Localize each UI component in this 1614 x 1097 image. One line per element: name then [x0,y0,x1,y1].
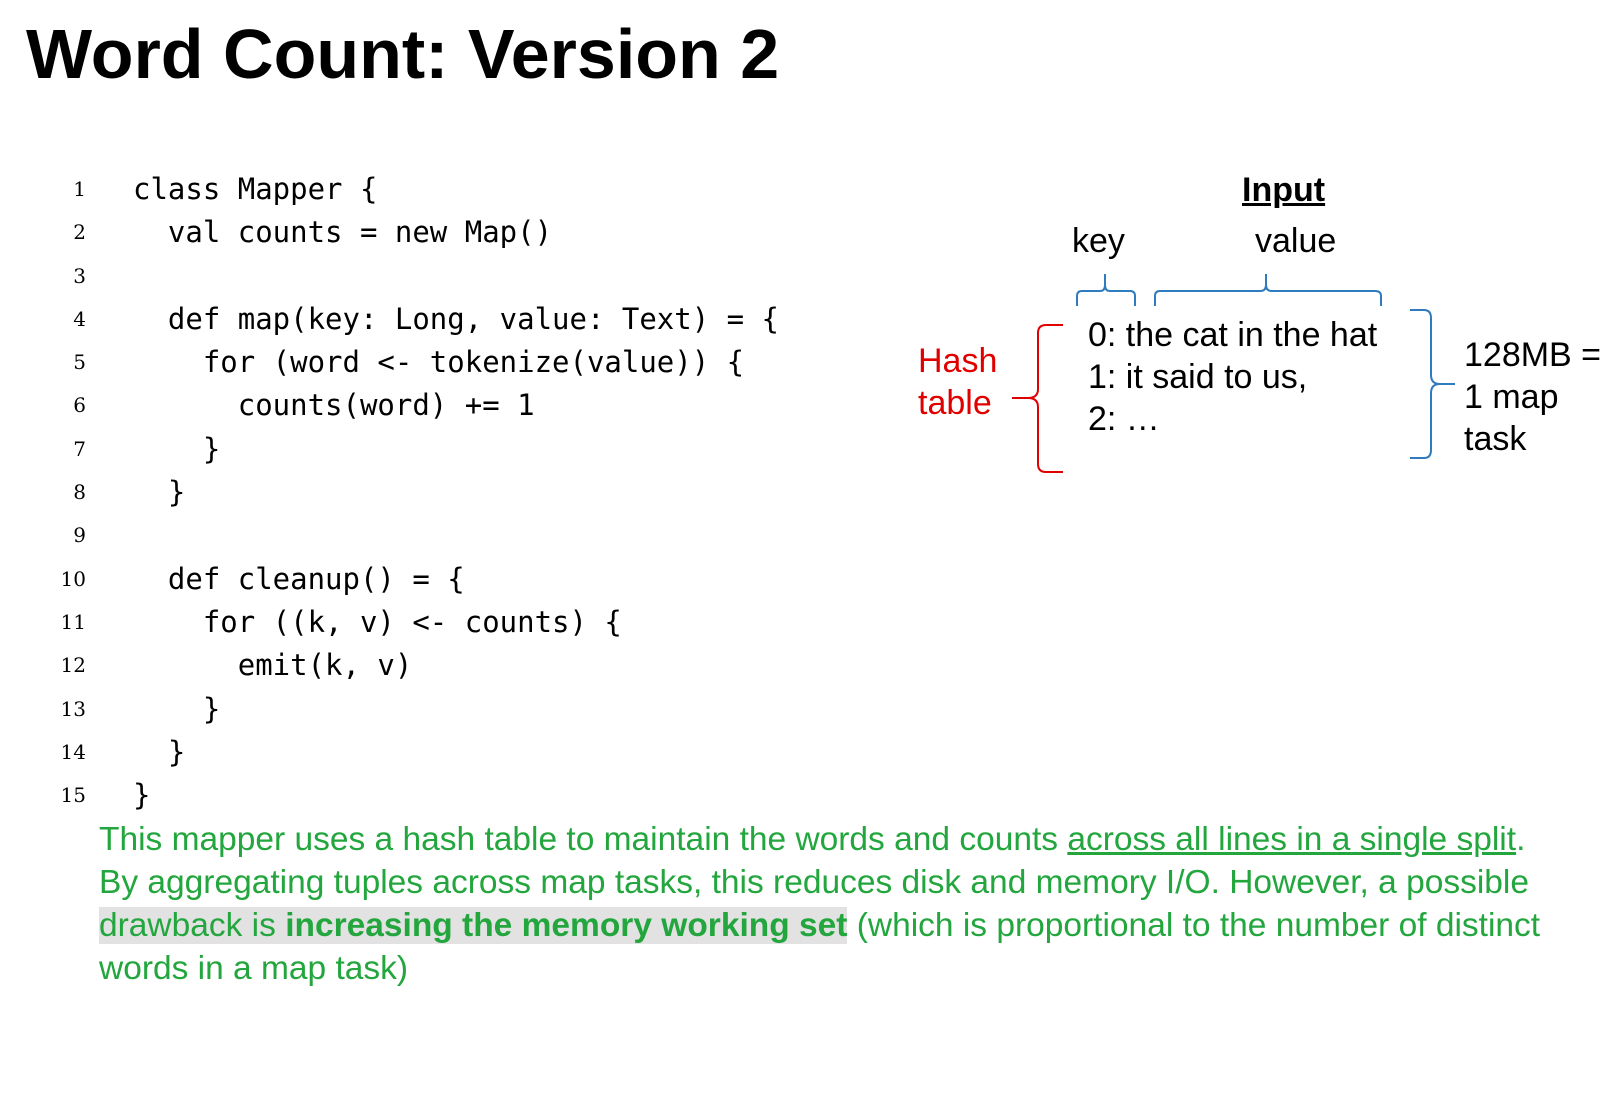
code-text: } [133,734,186,769]
split-size-line: 1 map [1464,378,1559,416]
code-text: def cleanup() = { [133,561,465,596]
line-number: 13 [60,696,86,721]
line-number: 10 [60,566,86,591]
hash-table-label-line: table [918,384,992,422]
code-text: } [133,431,221,466]
split-size-line: 128MB = [1464,336,1602,374]
line-number: 3 [73,263,86,288]
note-text: By aggregating tuples across map tasks, … [99,864,1529,901]
note-text: (which is proportional to the number of … [99,907,1541,987]
input-heading: Input [1242,171,1326,209]
split-brace [1410,309,1455,459]
line-number: 4 [73,306,86,331]
note-paragraph-1: This mapper uses a hash table to maintai… [99,818,1599,861]
line-number: 14 [60,739,86,764]
note-highlight-plain: drawback is [99,907,286,944]
note-text: . [1516,821,1526,858]
slide-title: Word Count: Version 2 [26,15,780,93]
code-text: } [133,475,186,510]
code-text: class Mapper { [133,172,378,206]
line-number: 2 [73,220,86,245]
code-text: for (word <- tokenize(value)) { [133,345,745,380]
line-number: 7 [73,436,86,461]
code-text: val counts = new Map() [133,215,553,250]
code-text: def map(key: Long, value: Text) = { [133,301,780,336]
input-record: 2: … [1088,400,1160,438]
line-number: 8 [73,480,86,505]
note-highlighted-text: drawback is increasing the memory workin… [99,907,848,944]
line-number: 5 [73,350,86,375]
hash-table-brace [1012,324,1063,473]
code-text: emit(k, v) [133,648,413,683]
value-brace [1154,274,1382,306]
input-record: 0: the cat in the hat [1088,316,1378,354]
note-underlined-text: across all lines in a single split [1067,821,1517,858]
value-label: value [1255,222,1337,260]
key-label: key [1072,222,1125,260]
hash-table-label-line: Hash [918,342,998,380]
split-size-line: task [1464,420,1527,458]
note-bold-text: increasing the memory working set [285,907,848,944]
input-records: 0: the cat in the hat 1: it said to us, … [1088,314,1377,440]
line-number: 15 [60,783,86,808]
explanation-note: This mapper uses a hash table to maintai… [99,818,1599,990]
code-text: for ((k, v) <- counts) { [133,604,622,639]
hash-table-label: Hash table [918,340,997,424]
code-text: } [133,691,221,726]
line-number: 6 [73,393,86,418]
note-text: This mapper uses a hash table to maintai… [99,821,1068,858]
input-record: 1: it said to us, [1088,358,1308,396]
split-size-label: 128MB = 1 map task [1464,334,1601,460]
code-text: } [133,778,151,813]
note-paragraph-2: By aggregating tuples across map tasks, … [99,861,1599,990]
line-number: 12 [60,653,86,678]
key-brace [1076,274,1136,306]
line-number: 11 [60,609,86,634]
line-number: 1 [73,177,86,201]
code-text: counts(word) += 1 [133,388,535,423]
line-number: 9 [73,523,86,548]
